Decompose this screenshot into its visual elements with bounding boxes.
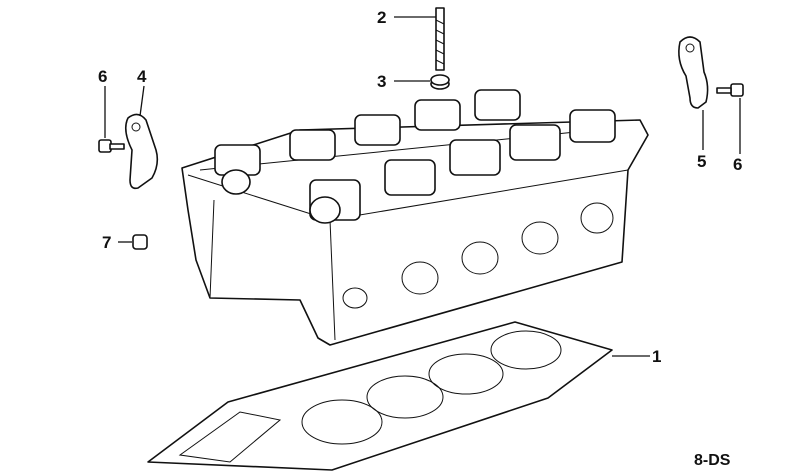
diagram-code: 8-DS bbox=[694, 452, 731, 469]
callout-4: 4 bbox=[137, 67, 147, 86]
lifting-bracket-left bbox=[124, 113, 159, 190]
bolt-right bbox=[716, 83, 744, 97]
cylinder-head bbox=[181, 89, 649, 346]
callout-5: 5 bbox=[697, 152, 706, 171]
lifting-bracket-right bbox=[678, 36, 709, 109]
callout-3: 3 bbox=[377, 72, 386, 91]
camshaft-towers bbox=[214, 89, 616, 224]
bolt-left bbox=[98, 139, 125, 153]
leader-lines bbox=[104, 16, 741, 357]
cylinder-head-gasket bbox=[147, 321, 613, 471]
callout-6-left: 6 bbox=[98, 67, 107, 86]
plug bbox=[132, 234, 148, 250]
callout-2: 2 bbox=[377, 8, 386, 27]
callout-6-right: 6 bbox=[733, 155, 742, 174]
callout-7: 7 bbox=[102, 233, 111, 252]
washer bbox=[430, 74, 450, 90]
intake-ports bbox=[342, 202, 614, 309]
cylinder-head-stud bbox=[435, 7, 445, 71]
callout-1: 1 bbox=[652, 347, 661, 366]
